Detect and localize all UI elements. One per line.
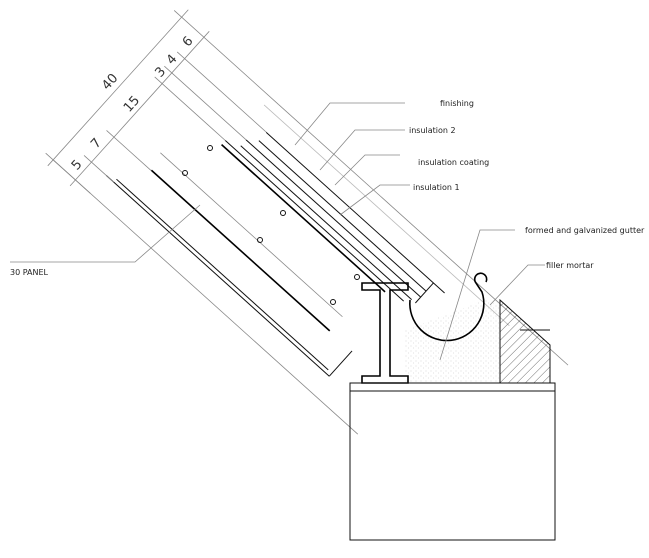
finishing-end bbox=[415, 282, 434, 304]
panel-end bbox=[328, 350, 353, 377]
roof-layers: 40 5 7 15 3 4 6 bbox=[45, 9, 569, 435]
label-insulation-1: insulation 1 bbox=[413, 183, 460, 192]
label-gutter: formed and galvanized gutter bbox=[525, 226, 645, 235]
dimension-total: 40 bbox=[99, 71, 121, 93]
insulation-1-line bbox=[150, 169, 331, 332]
label-insulation-coating: insulation coating bbox=[418, 158, 489, 167]
panel-inner-line bbox=[106, 175, 330, 377]
fastener-dots bbox=[182, 145, 360, 305]
gutter bbox=[409, 272, 488, 342]
finishing-line bbox=[265, 132, 445, 294]
dimension-15: 15 bbox=[121, 93, 143, 115]
dimension-ticks bbox=[45, 10, 279, 194]
panel-bottom-line bbox=[52, 159, 359, 435]
steel-i-beam bbox=[361, 282, 409, 384]
label-filler-mortar: filler mortar bbox=[546, 261, 594, 270]
dimension-line-segments bbox=[69, 31, 210, 187]
filler-mortar-fill bbox=[405, 300, 500, 383]
label-finishing: finishing bbox=[440, 99, 474, 108]
insulation-2-line bbox=[240, 145, 412, 301]
label-panel: 30 PANEL bbox=[10, 268, 49, 277]
base-block bbox=[349, 390, 556, 541]
finishing-lower bbox=[258, 140, 427, 292]
label-insulation-2: insulation 2 bbox=[409, 126, 456, 135]
panel-inner-line-2 bbox=[116, 178, 329, 371]
mortar-block bbox=[499, 298, 551, 384]
insulation-2-top bbox=[245, 139, 422, 298]
leader-lines bbox=[10, 102, 545, 361]
insulation-coating-line bbox=[221, 144, 386, 293]
insulation-1-mid bbox=[160, 152, 343, 318]
insulation-coating-top bbox=[224, 140, 404, 302]
outer-line-2 bbox=[263, 104, 510, 327]
dimension-line-total bbox=[47, 9, 189, 167]
slab bbox=[349, 382, 556, 392]
